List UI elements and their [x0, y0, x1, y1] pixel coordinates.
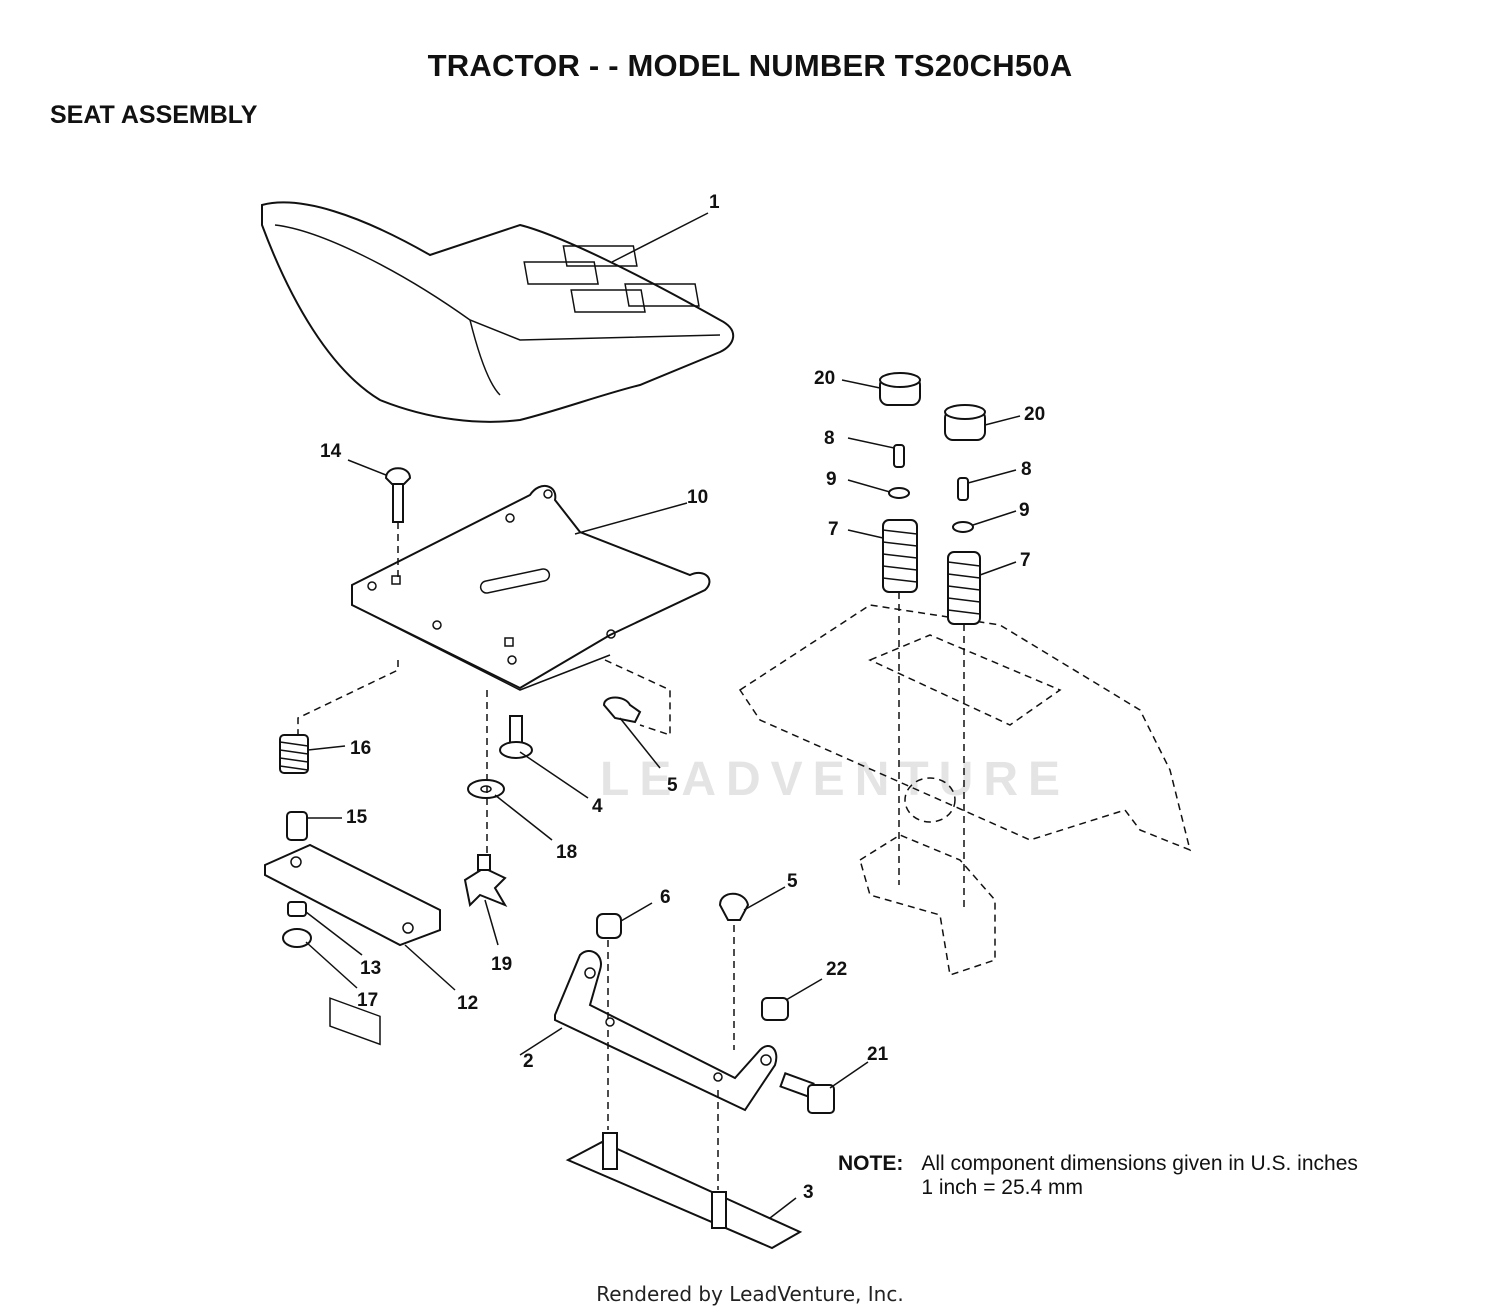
callout-5a: 5 — [667, 775, 678, 796]
spring-part-7-left[interactable] — [882, 519, 918, 593]
callout-17: 17 — [357, 990, 378, 1011]
bolt-part-8-right[interactable] — [957, 477, 969, 501]
flange-nut-part-17[interactable] — [282, 928, 312, 948]
bolt-part-8-left[interactable] — [893, 444, 905, 468]
callout-2: 2 — [523, 1051, 534, 1072]
spring-part-7-right[interactable] — [947, 551, 981, 625]
note-line-2: 1 inch = 25.4 mm — [921, 1176, 1083, 1199]
washer-part-9-left[interactable] — [888, 487, 910, 499]
nut-part-13[interactable] — [287, 901, 307, 917]
callout-18: 18 — [556, 842, 577, 863]
spacer-part-15[interactable] — [286, 811, 308, 841]
callout-10: 10 — [687, 487, 708, 508]
callout-16: 16 — [350, 738, 371, 759]
callout-8a: 8 — [824, 428, 835, 449]
callout-19: 19 — [491, 954, 512, 975]
seat-pan-part[interactable] — [351, 485, 711, 691]
note-label: NOTE: — [838, 1152, 904, 1175]
callout-22: 22 — [826, 959, 847, 980]
spring-part-16[interactable] — [279, 734, 309, 774]
callout-13: 13 — [360, 958, 381, 979]
slide-bracket-part[interactable] — [264, 843, 441, 1046]
callout-4: 4 — [592, 796, 603, 817]
seat-part[interactable] — [261, 201, 735, 423]
watermark: LEADVENTURE — [600, 753, 1071, 806]
nut-part-6[interactable] — [596, 913, 622, 939]
washer-part-9-right[interactable] — [952, 521, 974, 533]
callout-12: 12 — [457, 993, 478, 1014]
seat-mount-bracket-part[interactable] — [554, 950, 778, 1112]
base-plate-part[interactable] — [565, 1132, 803, 1250]
page-title: TRACTOR - - MODEL NUMBER TS20CH50A — [427, 48, 1073, 83]
callout-15: 15 — [346, 807, 368, 828]
section-title: SEAT ASSEMBLY — [50, 101, 258, 129]
callout-7a: 7 — [828, 519, 839, 540]
adjustment-knob-part[interactable] — [463, 854, 508, 908]
spacer-part-20-right[interactable] — [944, 404, 986, 441]
callout-5b: 5 — [787, 871, 798, 892]
note-line-1: All component dimensions given in U.S. i… — [921, 1152, 1358, 1175]
hex-nut-part-22[interactable] — [761, 997, 789, 1021]
tractor-frame-outline — [738, 604, 1192, 976]
callout-21: 21 — [867, 1044, 889, 1065]
callout-9b: 9 — [1019, 500, 1030, 521]
callout-labels: 1 2 3 4 5 5 6 7 7 8 8 9 9 10 12 13 14 15… — [320, 192, 1045, 1203]
callout-14: 14 — [320, 441, 342, 462]
clip-part-5-upper[interactable] — [602, 696, 642, 724]
callout-9a: 9 — [826, 469, 837, 490]
note-text: All component dimensions given in U.S. i… — [921, 1152, 1358, 1200]
clip-part-5-lower[interactable] — [718, 892, 750, 921]
footer-credit: Rendered by LeadVenture, Inc. — [596, 1282, 904, 1306]
hex-bolt-part-21[interactable] — [779, 1072, 835, 1114]
callout-1: 1 — [709, 192, 720, 213]
callout-7b: 7 — [1020, 550, 1031, 571]
spacer-part-20-left[interactable] — [879, 372, 921, 406]
callout-6: 6 — [660, 887, 671, 908]
carriage-bolt-part[interactable] — [384, 467, 412, 523]
shoulder-bolt-part[interactable] — [499, 715, 533, 759]
washer-part-18[interactable] — [467, 779, 505, 799]
callout-20a: 20 — [814, 368, 835, 389]
callout-8b: 8 — [1021, 459, 1032, 480]
callout-3: 3 — [803, 1182, 814, 1203]
callout-20b: 20 — [1024, 404, 1045, 425]
dimension-note: NOTE: All component dimensions given in … — [838, 1152, 1358, 1200]
